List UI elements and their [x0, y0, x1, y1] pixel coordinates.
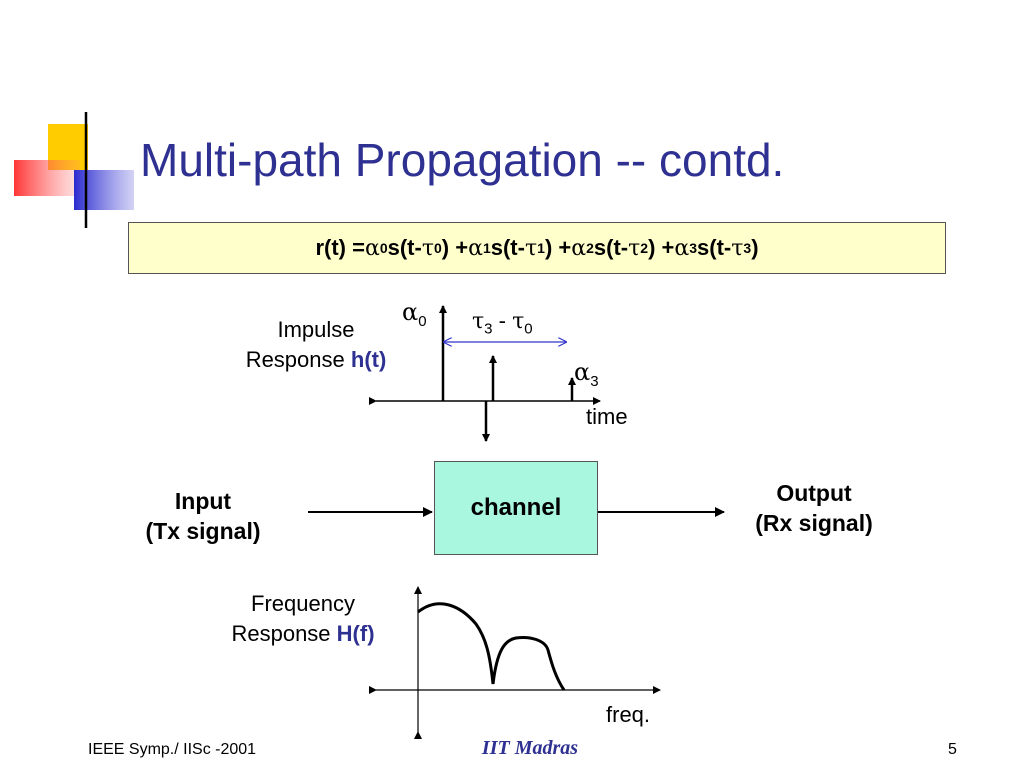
impulse-label-line1: Impulse — [277, 317, 355, 342]
tau-subscript: 2 — [640, 240, 649, 256]
alpha-subscript: 2 — [586, 240, 594, 256]
frequency-function-name: H(f) — [336, 621, 375, 646]
formula-text: ) + — [648, 235, 675, 260]
impulse-label-line2: Response — [245, 347, 351, 372]
input-label-line1: Input — [174, 488, 232, 514]
frequency-label-line2: Response — [231, 621, 337, 646]
alpha3-label: α3 — [574, 358, 599, 390]
tau-symbol: τ — [628, 235, 641, 261]
impulse-function-name: h(t) — [350, 347, 387, 372]
tau-subscript: 0 — [524, 320, 533, 338]
title-decoration-icon — [14, 112, 1000, 228]
alpha-subscript: 0 — [418, 312, 427, 330]
tau-symbol: τ — [524, 235, 538, 261]
formula-text: s(t- — [593, 235, 629, 260]
frequency-response-curve — [417, 602, 566, 691]
alpha-symbol: α — [571, 235, 587, 261]
alpha-symbol: α — [364, 235, 380, 261]
frequency-response-label: Frequency Response H(f) — [200, 589, 406, 649]
input-label: Input (Tx signal) — [118, 486, 288, 546]
formula-text: ) — [751, 235, 759, 260]
formula-text: s(t- — [490, 235, 525, 260]
formula-text: s(t- — [697, 235, 732, 260]
slide-number: 5 — [948, 741, 957, 758]
formula-text: ) + — [441, 235, 469, 260]
time-axis-label: time — [586, 404, 628, 429]
tau-symbol: τ — [512, 309, 525, 334]
tau-subscript: 0 — [434, 240, 442, 256]
output-label-line1: Output — [776, 480, 852, 506]
tau-subscript: 3 — [743, 240, 752, 256]
formula-text: s(t- — [387, 235, 422, 260]
formula-box — [128, 222, 946, 274]
frequency-label-line1: Frequency — [251, 591, 355, 616]
alpha0-label: α0 — [402, 298, 427, 330]
tau-symbol: τ — [421, 235, 434, 261]
formula-text: ) + — [544, 235, 572, 260]
channel-label: channel — [470, 494, 562, 521]
alpha-symbol: α — [468, 235, 483, 261]
channel-box: channel — [434, 461, 598, 555]
formula-lhs: r(t) = — [315, 235, 365, 260]
tau-symbol: τ — [472, 309, 485, 334]
delay-separator: - — [492, 308, 513, 333]
footer-center: IIT Madras — [481, 737, 579, 759]
slide-title: Multi-path Propagation -- contd. — [140, 134, 785, 186]
delay-label: τ3 - τ0 — [472, 308, 533, 337]
alpha-subscript: 0 — [379, 240, 388, 256]
freq-axis-label: freq. — [606, 702, 651, 727]
alpha-symbol: α — [574, 358, 591, 386]
tau-subscript: 1 — [537, 240, 545, 256]
impulse-response-label: Impulse Response h(t) — [206, 315, 426, 375]
tau-subscript: 3 — [484, 320, 493, 338]
output-label-line2: (Rx signal) — [755, 510, 873, 536]
alpha-symbol: α — [674, 235, 690, 261]
alpha-subscript: 3 — [590, 372, 599, 390]
tau-symbol: τ — [731, 235, 744, 261]
alpha-subscript: 1 — [482, 240, 491, 256]
alpha-subscript: 3 — [689, 240, 698, 256]
footer-left: IEEE Symp./ IISc -2001 — [88, 741, 257, 758]
input-label-line2: (Tx signal) — [145, 518, 261, 544]
alpha-symbol: α — [402, 298, 419, 326]
output-label: Output (Rx signal) — [728, 478, 900, 538]
